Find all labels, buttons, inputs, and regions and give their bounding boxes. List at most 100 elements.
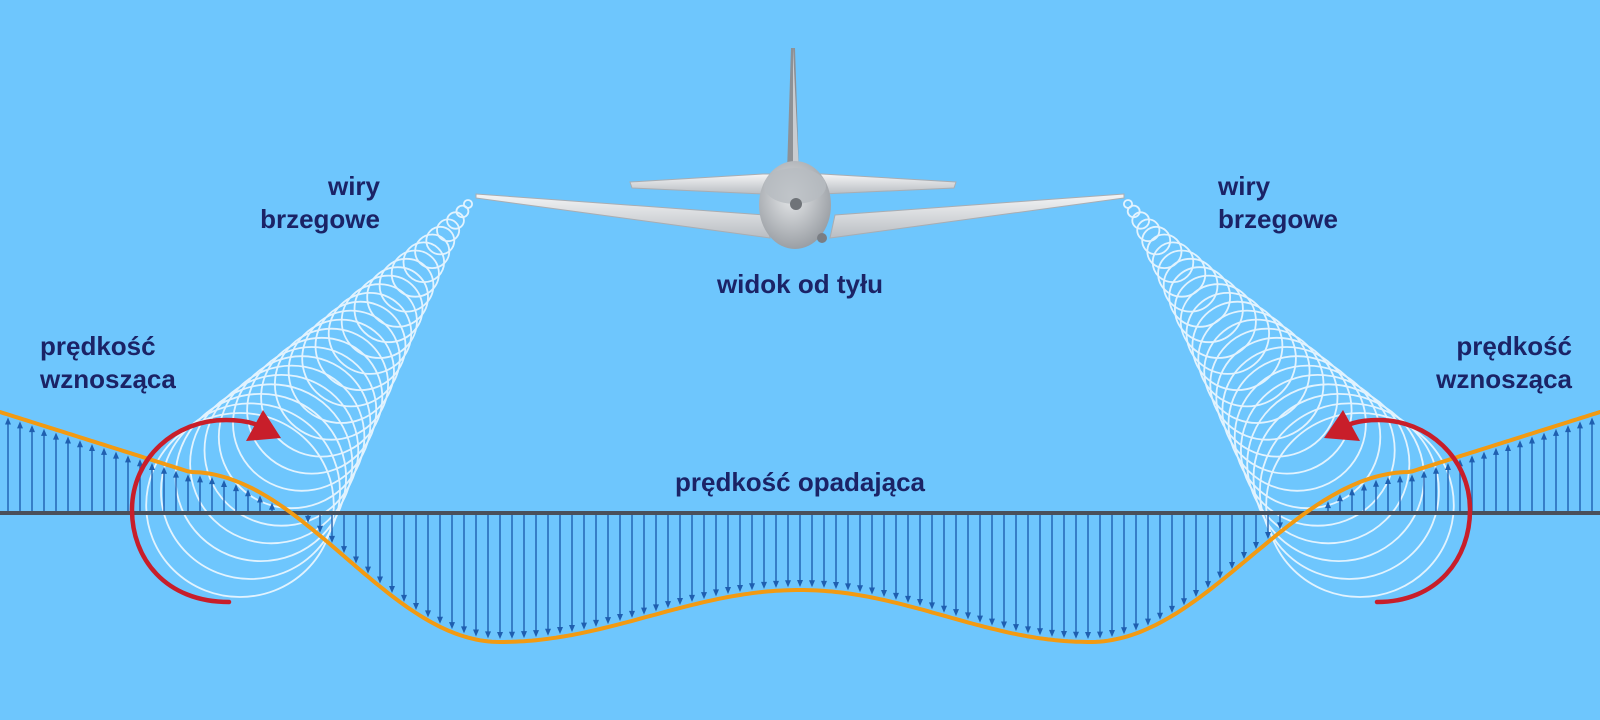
vortex-ring xyxy=(145,412,335,598)
vortex-ring xyxy=(1157,249,1207,298)
velocity-arrow-head xyxy=(1385,476,1391,484)
vortex-ring xyxy=(1185,291,1270,375)
velocity-arrow-head xyxy=(1265,532,1271,540)
velocity-arrow-head xyxy=(1133,623,1139,631)
velocity-arrow-head xyxy=(1109,630,1115,638)
vortex-label-left-line1: wiry xyxy=(327,171,380,201)
velocity-arrow-head xyxy=(665,601,671,609)
vortex-ring xyxy=(232,355,372,492)
vortex-ring xyxy=(436,218,461,243)
velocity-arrow-head xyxy=(1001,621,1007,629)
velocity-arrow-head xyxy=(113,451,119,459)
velocity-arrow-head xyxy=(1337,494,1343,502)
velocity-arrow-head xyxy=(725,587,731,595)
velocity-arrow-head xyxy=(29,425,35,433)
velocity-arrow-head xyxy=(917,599,923,607)
velocity-arrow-head xyxy=(797,580,803,587)
velocity-arrow-head xyxy=(605,617,611,625)
velocity-arrow-head xyxy=(161,466,167,474)
vortex-label-right-line2: brzegowe xyxy=(1218,204,1338,234)
upwash-label-left: prędkość wznosząca xyxy=(40,330,260,396)
velocity-arrow-head xyxy=(1325,501,1331,509)
velocity-arrow-head xyxy=(821,580,827,588)
vortex-label-left: wiry brzegowe xyxy=(180,170,380,236)
velocity-arrow-head xyxy=(809,580,815,588)
velocity-arrow-head xyxy=(305,515,311,523)
velocity-arrow-head xyxy=(461,626,467,634)
vortex-ring xyxy=(1203,318,1311,424)
vortex-ring xyxy=(366,266,429,328)
velocity-arrow-head xyxy=(485,631,491,639)
velocity-arrow-head xyxy=(257,495,263,503)
velocity-arrow-head xyxy=(1097,631,1103,639)
velocity-arrow-head xyxy=(1169,605,1175,613)
velocity-arrow-head xyxy=(77,440,83,448)
velocity-arrow-head xyxy=(929,602,935,610)
vortex-label-left-line2: brzegowe xyxy=(260,204,380,234)
velocity-arrow-head xyxy=(845,583,851,591)
vortex-ring xyxy=(217,364,366,510)
velocity-arrow-head xyxy=(425,610,431,618)
velocity-arrow-head xyxy=(1481,451,1487,459)
velocity-arrow-head xyxy=(41,428,47,436)
vortex-ring xyxy=(1136,218,1161,243)
velocity-arrow-head xyxy=(473,629,479,637)
vortex-ring xyxy=(189,383,354,545)
velocity-arrow-head xyxy=(1241,552,1247,560)
vortex-label-right: wiry brzegowe xyxy=(1218,170,1418,236)
vortex-ring xyxy=(378,257,435,313)
velocity-arrow-head xyxy=(557,627,563,635)
velocity-arrow-head xyxy=(341,546,347,554)
upwash-label-right: prędkość wznosząca xyxy=(1350,330,1572,396)
vortex-ring xyxy=(301,309,401,408)
upwash-label-right-line1: prędkość xyxy=(1456,331,1572,361)
velocity-arrow-head xyxy=(569,624,575,632)
velocity-arrow-head xyxy=(689,594,695,602)
velocity-arrow-head xyxy=(1505,444,1511,452)
velocity-arrow-head xyxy=(1373,479,1379,487)
velocity-arrow-head xyxy=(509,631,515,639)
velocity-arrow-head xyxy=(1565,425,1571,433)
velocity-arrow-head xyxy=(749,583,755,591)
velocity-arrow-head xyxy=(1025,626,1031,634)
vortex-ring xyxy=(160,402,341,580)
velocity-arrow-head xyxy=(581,622,587,630)
velocity-arrow-head xyxy=(353,556,359,564)
velocity-arrow-head xyxy=(701,592,707,600)
velocity-arrow-head xyxy=(857,585,863,593)
velocity-arrow-head xyxy=(713,589,719,597)
velocity-arrow-head xyxy=(317,525,323,533)
velocity-arrow-head xyxy=(1181,598,1187,606)
vortex-ring xyxy=(1131,211,1150,230)
velocity-arrow-head xyxy=(1277,522,1283,530)
velocity-arrow-head xyxy=(953,609,959,617)
velocity-arrow-head xyxy=(1073,631,1079,639)
velocity-arrow-head xyxy=(401,594,407,602)
velocity-arrow-head xyxy=(1433,466,1439,474)
velocity-arrow-head xyxy=(1529,436,1535,444)
velocity-arrow-head xyxy=(125,455,131,463)
velocity-arrow-head xyxy=(905,595,911,603)
vortex-ring xyxy=(1174,274,1244,344)
velocity-arrow-head xyxy=(65,436,71,444)
velocity-arrow-head xyxy=(641,607,647,615)
velocity-arrow-head xyxy=(1493,447,1499,455)
velocity-arrow-head xyxy=(1121,627,1127,635)
velocity-arrow-head xyxy=(1421,470,1427,478)
velocity-arrow-head xyxy=(545,628,551,636)
vortex-ring xyxy=(1168,266,1231,328)
velocity-arrow-head xyxy=(653,604,659,612)
vortex-ring xyxy=(1227,355,1367,492)
vortex-ring xyxy=(1240,373,1396,527)
velocity-arrow-head xyxy=(377,576,383,584)
velocity-arrow-head xyxy=(497,632,503,639)
downwash-label: prędkość opadająca xyxy=(675,467,925,497)
velocity-arrow-head xyxy=(173,470,179,478)
velocity-arrow-head xyxy=(533,630,539,638)
velocity-arrow-head xyxy=(1409,474,1415,482)
vortex-right-icon xyxy=(1123,199,1455,598)
vortex-ring xyxy=(340,283,418,359)
rotation-arrow-right-icon xyxy=(1324,410,1473,605)
velocity-arrow-head xyxy=(521,631,527,639)
